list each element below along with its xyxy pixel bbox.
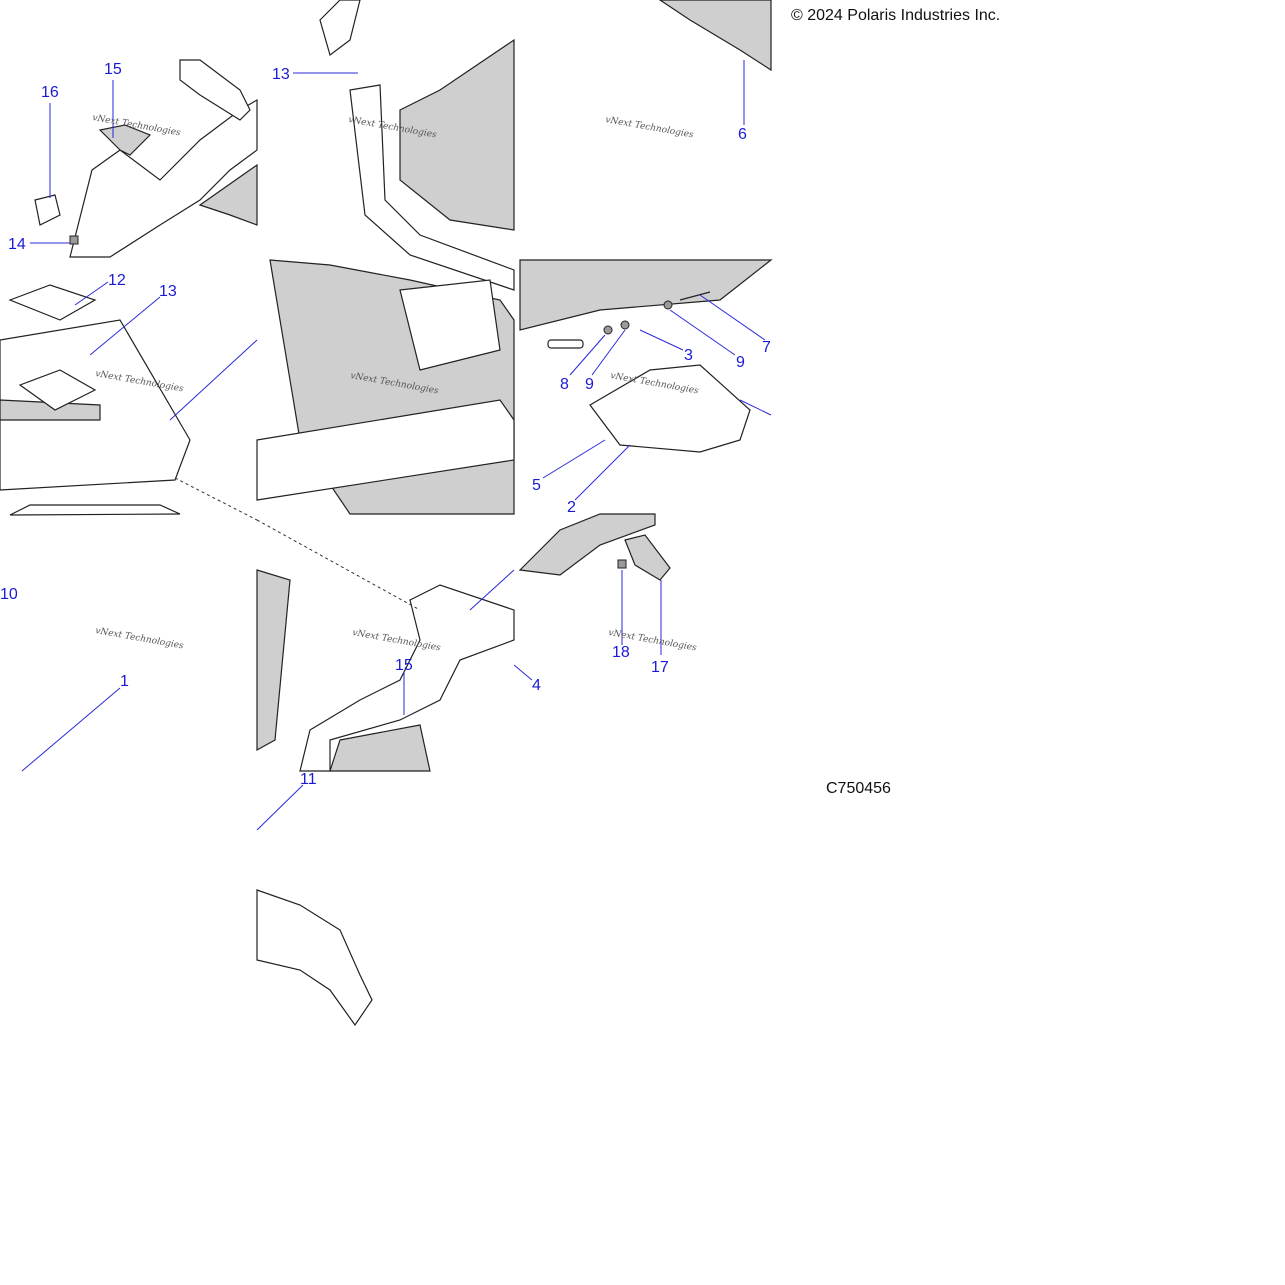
callout-labels: 1 2 3 4 5 6 7 8 9 9 10 11 12 13 13 14 15… xyxy=(0,61,771,788)
callout-15a: 15 xyxy=(104,61,122,78)
callout-10: 10 xyxy=(0,586,18,603)
callout-11: 11 xyxy=(300,771,317,788)
copyright-notice: © 2024 Polaris Industries Inc. xyxy=(791,7,1001,24)
callout-12: 12 xyxy=(108,272,126,289)
callout-2: 2 xyxy=(567,499,576,516)
tile-blank-1 xyxy=(21,687,121,772)
tile-mount-bracket xyxy=(518,513,671,655)
callout-3: 3 xyxy=(684,347,693,364)
tile-rear-bracket xyxy=(30,59,258,258)
callout-9a: 9 xyxy=(585,376,594,393)
callout-1: 1 xyxy=(120,673,129,690)
figure-id: C750456 xyxy=(826,780,891,797)
callout-4: 4 xyxy=(532,677,541,694)
tile-bed-corner xyxy=(658,0,772,125)
callout-17: 17 xyxy=(651,659,669,676)
callout-16: 16 xyxy=(41,84,59,101)
callout-5: 5 xyxy=(532,477,541,494)
tile-lower-rail xyxy=(256,784,373,1027)
watermark: vNext Technologies xyxy=(94,626,184,651)
callout-13b: 13 xyxy=(272,66,290,83)
callout-6: 6 xyxy=(738,126,747,143)
tile-cargo-box xyxy=(256,259,515,515)
tile-lower-bracket xyxy=(256,519,533,772)
tile-floor-panel xyxy=(0,281,258,521)
tile-bed-frame xyxy=(293,0,515,291)
callout-18: 18 xyxy=(612,644,630,661)
watermark: vNext Technologies xyxy=(604,115,694,140)
tile-skid-plate xyxy=(519,259,773,501)
callout-8: 8 xyxy=(560,376,569,393)
callout-14: 14 xyxy=(8,236,26,253)
callout-7: 7 xyxy=(762,339,771,356)
callout-13a: 13 xyxy=(159,283,177,300)
callout-15b: 15 xyxy=(395,657,413,674)
callout-9b: 9 xyxy=(736,354,745,371)
